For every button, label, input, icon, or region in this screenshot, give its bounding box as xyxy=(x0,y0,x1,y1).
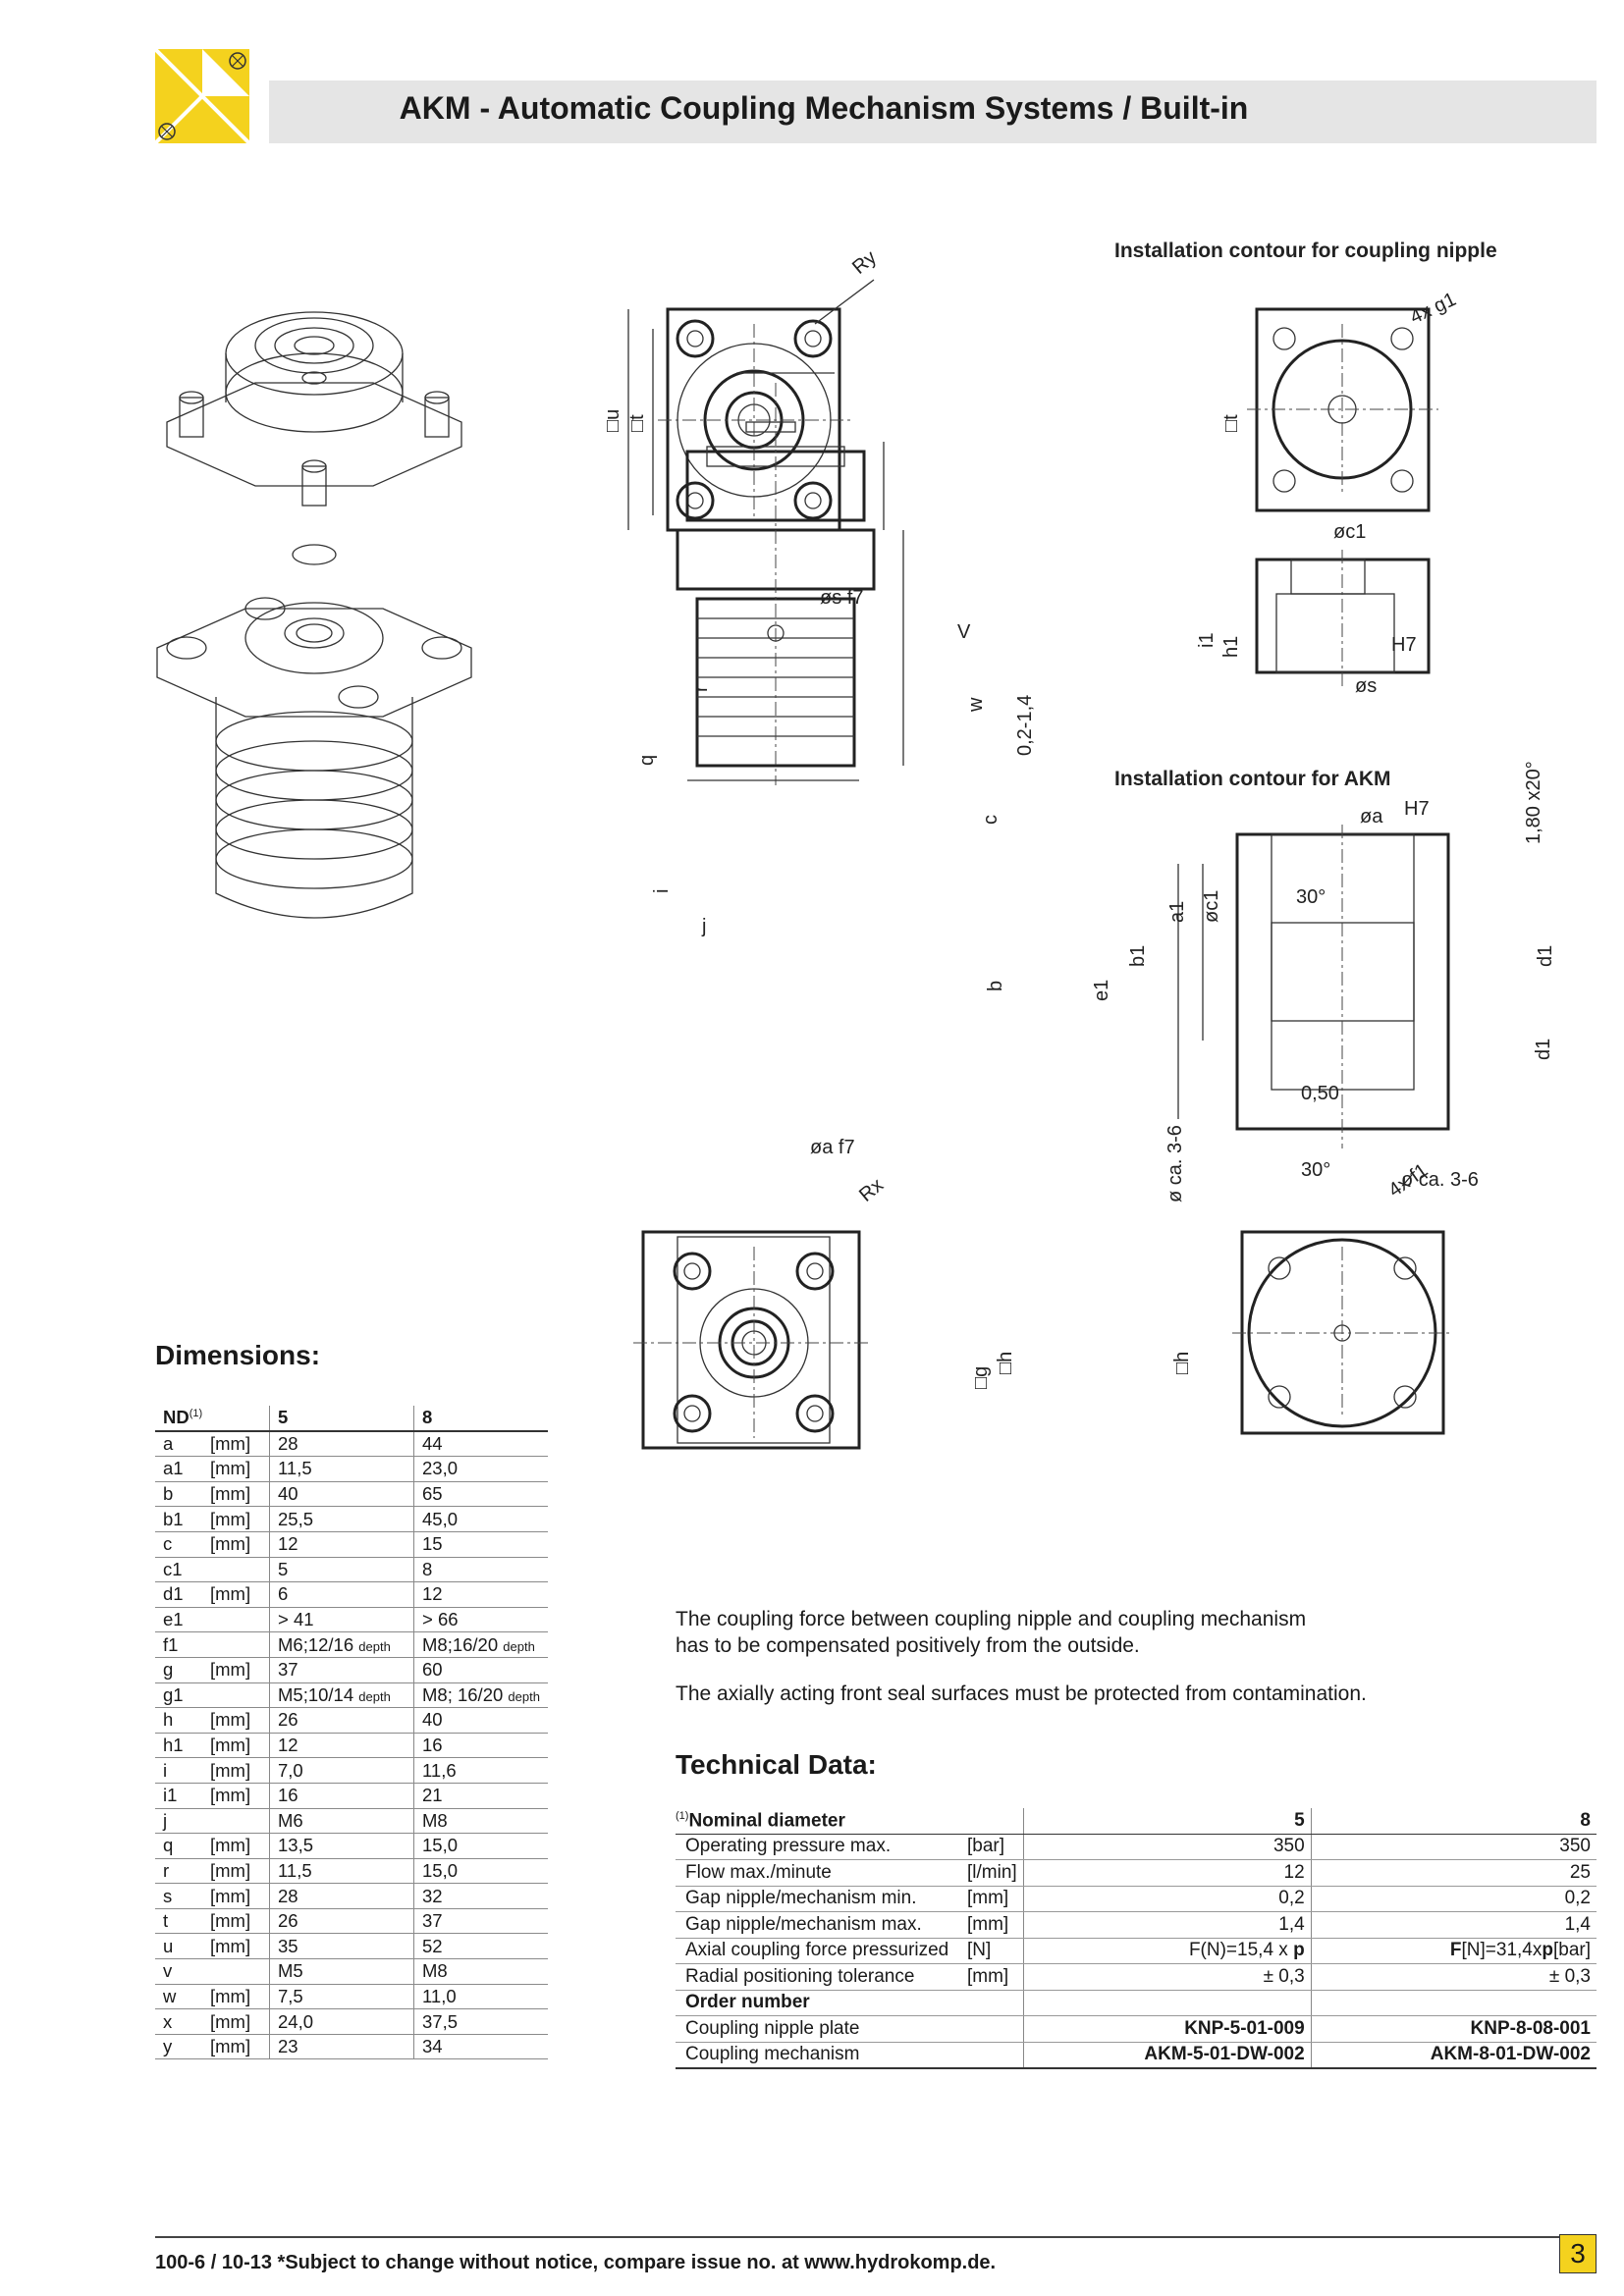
label-u: □u xyxy=(602,409,623,432)
label-c: c xyxy=(980,815,1001,825)
note-contamination: The axially acting front seal surfaces m… xyxy=(676,1682,1367,1705)
nipple-contour-section xyxy=(1255,550,1431,687)
label-g: □g xyxy=(970,1366,992,1389)
product-illustration xyxy=(156,311,472,919)
label-d1b: d1 xyxy=(1533,1039,1554,1060)
table-row: Order number xyxy=(676,1990,1597,2016)
side-section-view xyxy=(676,372,904,785)
technical-table: (1)Nominal diameter 5 8 Operating pressu… xyxy=(676,1808,1597,2069)
note-coupling-force: The coupling force between coupling nipp… xyxy=(676,1608,1307,1657)
nipple-top-view xyxy=(627,279,875,532)
label-chamfer: 1,80 x20° xyxy=(1523,761,1544,844)
label-d1: d1 xyxy=(1535,945,1556,967)
table-row: e1> 41> 66 xyxy=(155,1607,548,1633)
mechanism-bottom-view xyxy=(633,1230,869,1450)
page-number: 3 xyxy=(1559,2234,1597,2273)
label-w: w xyxy=(965,697,987,713)
label-s: øs xyxy=(1355,675,1377,697)
label-c1: øc1 xyxy=(1333,521,1366,543)
label-sf7: øs f7 xyxy=(820,587,863,609)
technical-title: Technical Data: xyxy=(676,1749,877,1780)
company-logo xyxy=(155,49,249,143)
label-t2: □t xyxy=(1220,414,1242,432)
label-gap: 0,2-1,4 xyxy=(1014,695,1036,756)
technical-drawings: □u □t Ry øs f7 V r w 0,2-1,4 q c i j b ø… xyxy=(602,240,1556,1450)
label-t: □t xyxy=(626,414,648,432)
label-r050: 0,50 xyxy=(1301,1083,1339,1104)
dimensions-title: Dimensions: xyxy=(155,1340,321,1370)
label-Rx: Rx xyxy=(855,1174,888,1206)
label-H7: H7 xyxy=(1391,634,1417,656)
akm-contour-section xyxy=(1177,825,1450,1148)
footer-text: 100-6 / 10-13 *Subject to change without… xyxy=(155,2252,997,2273)
label-q: q xyxy=(636,755,658,766)
label-Ry: Ry xyxy=(848,246,881,279)
label-ang30b: 30° xyxy=(1301,1159,1330,1181)
label-H7b: H7 xyxy=(1404,798,1430,820)
title-bar xyxy=(269,80,1597,143)
table-row: Radial positioning tolerance[mm]± 0,3± 0… xyxy=(676,1963,1597,1991)
label-a: øa xyxy=(1360,806,1383,828)
label-b1: b1 xyxy=(1127,945,1149,967)
nipple-contour-view xyxy=(1247,307,1438,512)
label-i1: i1 xyxy=(1196,632,1218,648)
label-r: r xyxy=(690,685,712,692)
footer-divider xyxy=(155,2236,1597,2238)
caption-nipple: Installation contour for coupling nipple xyxy=(1114,240,1497,262)
label-b: b xyxy=(985,981,1006,991)
label-f1: 4x f1 xyxy=(1384,1159,1432,1201)
akm-contour-bottom-view xyxy=(1232,1230,1453,1435)
caption-akm: Installation contour for AKM xyxy=(1114,768,1391,790)
label-c1b: øc1 xyxy=(1201,890,1222,923)
label-j: j xyxy=(701,916,706,937)
label-oca: ø ca. 3-6 xyxy=(1164,1125,1186,1202)
label-h2: □h xyxy=(1171,1352,1193,1374)
label-af7: øa f7 xyxy=(810,1137,855,1158)
label-i: i xyxy=(651,889,673,893)
table-row: Axial coupling force pressurized[N]F(N)=… xyxy=(676,1938,1597,1964)
label-oca2: ø ca. 3-6 xyxy=(1401,1169,1479,1191)
label-e1: e1 xyxy=(1091,980,1112,1001)
label-h: □h xyxy=(995,1352,1016,1374)
page-title: AKM - Automatic Coupling Mechanism Syste… xyxy=(399,90,1249,126)
label-a1: a1 xyxy=(1166,901,1188,923)
label-g1: 4x g1 xyxy=(1407,289,1460,329)
label-V: V xyxy=(957,621,971,643)
label-ang30: 30° xyxy=(1296,886,1326,908)
label-h1: h1 xyxy=(1220,636,1242,658)
